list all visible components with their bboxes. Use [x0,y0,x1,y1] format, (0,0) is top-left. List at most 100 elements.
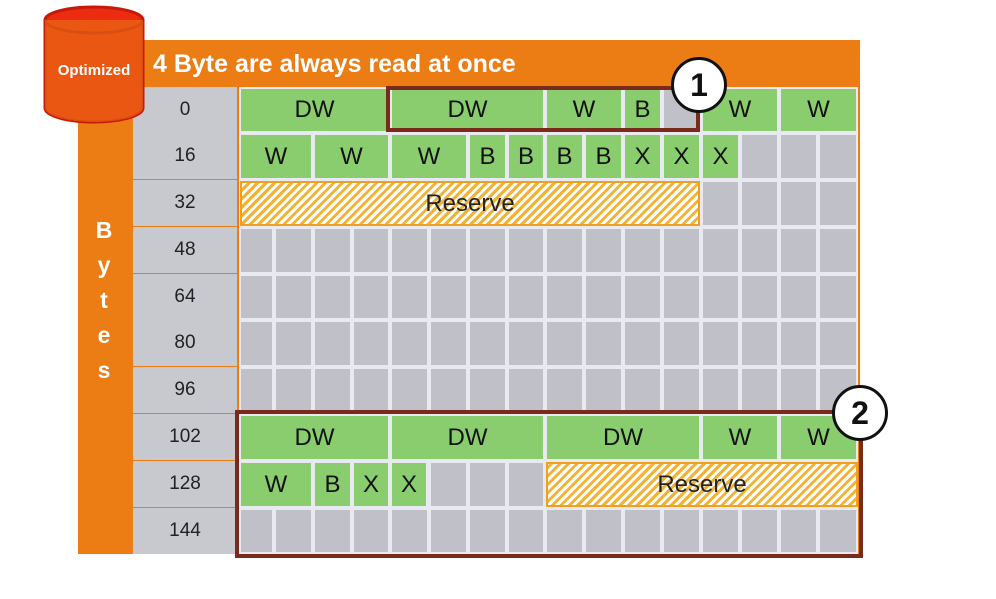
byte-cell [352,227,390,274]
byte-cell [584,320,623,367]
byte-cell [429,461,468,508]
byte-cell [662,274,701,320]
byte-cell [239,320,274,367]
byte-cell [701,320,740,367]
byte-cell [352,320,390,367]
reserve-block: Reserve [240,181,700,226]
reserve-label: Reserve [425,189,515,217]
byte-cell [545,367,584,414]
byte-cell [623,320,662,367]
bytes-letter: y [97,252,111,278]
field-w: W [313,133,390,180]
byte-cell [507,227,545,274]
byte-cell [701,367,740,414]
byte-cell [352,367,390,414]
byte-cell [545,274,584,320]
byte-cell [740,133,779,180]
byte-cell [779,227,818,274]
row-offset-label: 102 [133,414,237,460]
byte-cell [239,508,274,554]
byte-cell [313,320,352,367]
field-dw: DW [545,414,701,461]
row-offset-label: 64 [133,274,237,320]
row-offset-label: 32 [133,180,237,226]
bytes-axis-label: B y t e s [88,213,120,388]
field-dw: DW [239,414,390,461]
byte-cell [468,367,507,414]
field-x: X [701,133,740,180]
byte-cell [274,508,313,554]
byte-cell [779,133,818,180]
byte-cell [818,508,858,554]
diagram-title: 4 Byte are always read at once [153,50,516,78]
byte-cell [740,180,779,227]
byte-cell [507,461,545,508]
byte-cell [429,508,468,554]
byte-cell [390,320,429,367]
byte-cell [623,227,662,274]
byte-cell [352,274,390,320]
bytes-letter: e [97,322,111,348]
field-x: X [352,461,390,508]
byte-cell [584,508,623,554]
byte-cell [740,367,779,414]
byte-cell [507,320,545,367]
field-w: W [239,461,313,508]
byte-cell [390,274,429,320]
byte-cell [779,320,818,367]
byte-cell [429,367,468,414]
byte-cell [623,274,662,320]
field-b: B [545,133,584,180]
callout-2: 2 [832,385,888,441]
field-w: W [390,133,468,180]
byte-cell [779,508,818,554]
byte-cell [468,508,507,554]
byte-cell [274,227,313,274]
byte-cell [545,508,584,554]
reserve-label: Reserve [657,470,747,498]
bytes-letter: B [95,217,113,243]
byte-cell [662,227,701,274]
byte-cell [701,227,740,274]
byte-cell [701,508,740,554]
byte-cell [818,180,858,227]
byte-cell [818,274,858,320]
byte-cell [507,508,545,554]
byte-cell [662,508,701,554]
byte-cell [274,274,313,320]
row-offset-label: 128 [133,461,237,507]
bytes-letter: t [100,287,108,313]
byte-cell [740,227,779,274]
byte-cell [545,320,584,367]
byte-cell [584,227,623,274]
header-bar [78,40,860,87]
row-offset-label: 96 [133,367,237,413]
row-offset-label: 0 [133,87,237,133]
byte-cell [468,274,507,320]
byte-cell [390,227,429,274]
byte-cell [623,367,662,414]
byte-cell [429,320,468,367]
read-group-box-1 [386,86,700,132]
field-dw: DW [390,87,545,133]
byte-cell [468,461,507,508]
byte-cell [468,320,507,367]
byte-cell [740,508,779,554]
byte-cell [584,274,623,320]
byte-cell [779,367,818,414]
byte-cell [507,274,545,320]
field-dw: DW [239,87,390,133]
field-x: X [662,133,701,180]
field-x: X [390,461,428,508]
byte-cell [701,274,740,320]
field-b: B [584,133,623,180]
reserve-block: Reserve [546,462,858,507]
field-x: X [623,133,662,180]
row-offset-label: 16 [133,133,237,179]
byte-cell [352,508,390,554]
byte-cell [468,227,507,274]
byte-cell [818,227,858,274]
byte-cell [662,367,701,414]
field-w: W [545,87,623,133]
byte-cell [239,227,274,274]
